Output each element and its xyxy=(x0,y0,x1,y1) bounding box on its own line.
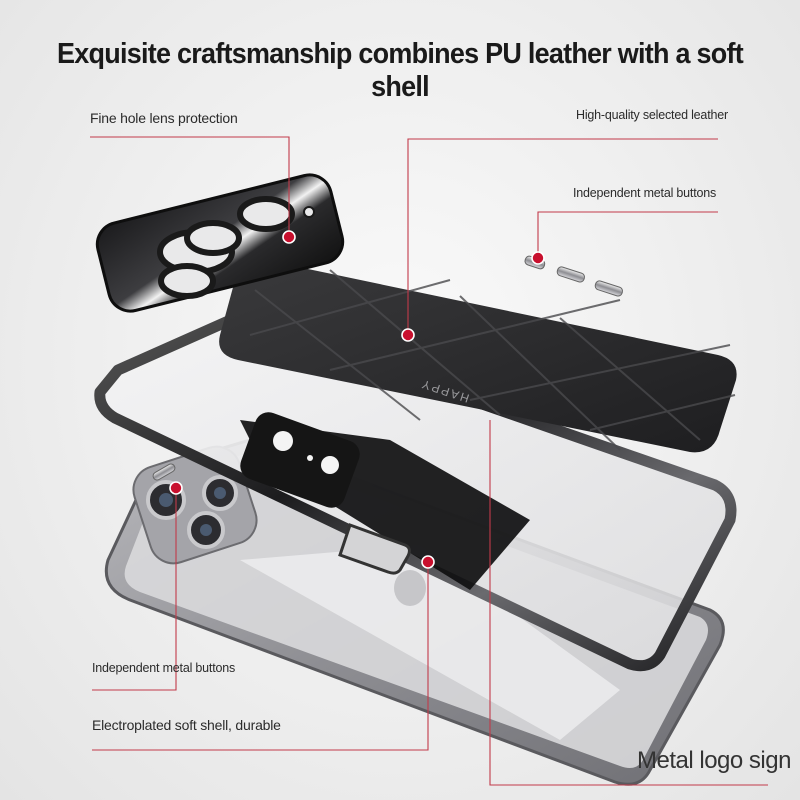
phone-body xyxy=(104,438,725,786)
marker-buttons-left xyxy=(169,481,183,495)
callout-logo-sign: Metal logo sign xyxy=(637,747,791,774)
metal-button-left xyxy=(152,463,176,481)
marker-buttons-right xyxy=(531,251,545,265)
headline: Exquisite craftsmanship combines PU leat… xyxy=(57,38,744,103)
soft-shell-case xyxy=(94,312,737,672)
marker-shell xyxy=(421,555,435,569)
marker-lens xyxy=(282,230,296,244)
marker-leather xyxy=(401,328,415,342)
leather-panel xyxy=(219,259,737,453)
lens-protector xyxy=(95,173,345,313)
callout-markers xyxy=(169,230,545,569)
callout-soft-shell: Electroplated soft shell, durable xyxy=(92,717,281,733)
callout-lens-protection: Fine hole lens protection xyxy=(90,110,238,126)
callout-metal-buttons-left: Independent metal buttons xyxy=(92,661,236,675)
leader-lines xyxy=(90,136,768,786)
callout-selected-leather: High-quality selected leather xyxy=(576,108,728,122)
callout-metal-buttons-right: Independent metal buttons xyxy=(573,186,717,200)
